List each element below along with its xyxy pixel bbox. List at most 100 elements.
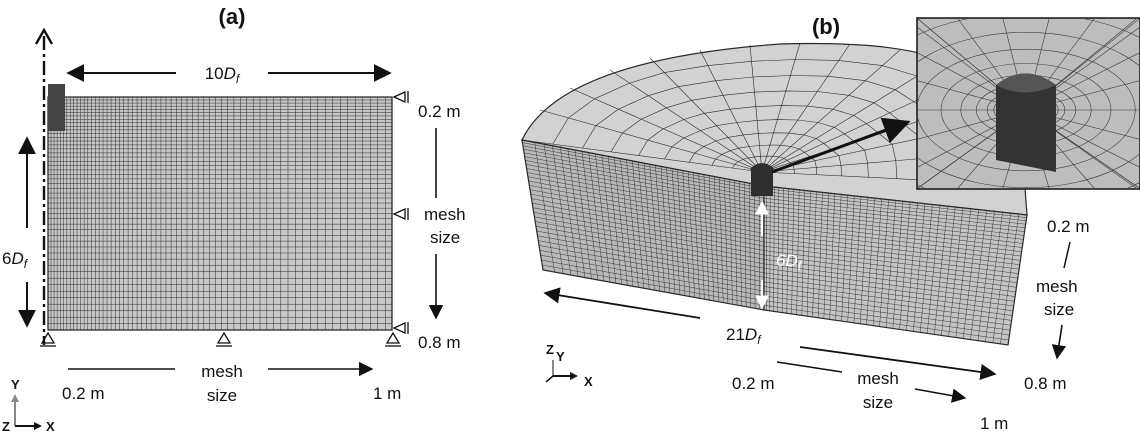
mesh-line — [534, 142, 555, 273]
mesh-line — [761, 42, 801, 173]
mesh-line — [763, 201, 1025, 232]
panel-a-label: (a) — [219, 4, 246, 29]
vertical-mesh-size: 0.2 m mesh size 0.8 m — [418, 102, 466, 352]
mesh-line — [1007, 214, 1028, 346]
symmetry-axis-arrowhead — [34, 27, 54, 45]
mesh-line — [829, 193, 836, 320]
mesh-line — [588, 152, 605, 282]
mesh-line — [992, 213, 1011, 343]
mesh-line — [927, 205, 941, 334]
mesh-line — [539, 109, 763, 173]
mesh-line — [841, 195, 848, 322]
coordinate-triad-b: Z Y X — [545, 342, 593, 389]
mesh-line — [532, 202, 765, 247]
mesh-line — [595, 153, 611, 283]
mesh-line — [574, 150, 592, 279]
h-mesh-word: mesh — [201, 362, 243, 381]
mesh-line — [541, 259, 765, 301]
mesh-line — [524, 152, 765, 199]
pile-element-3d — [751, 163, 773, 196]
mesh-line — [626, 159, 639, 288]
bottom-pin-supports — [40, 331, 401, 347]
v-size-word: size — [430, 228, 460, 247]
inset-mesh-ring — [918, 48, 1136, 172]
mesh-line — [734, 180, 738, 306]
mesh-line — [521, 139, 765, 187]
radius-label: 21Df — [726, 325, 762, 347]
mesh-line — [786, 188, 789, 314]
v-mesh-top-value: 0.2 m — [418, 102, 461, 121]
mesh-line — [835, 194, 842, 321]
mesh-line — [847, 195, 855, 323]
mesh-line — [527, 176, 765, 222]
axis-y-label: Y — [11, 377, 20, 392]
mesh-line — [920, 204, 933, 333]
mesh-line — [601, 155, 617, 284]
mesh-line — [699, 49, 763, 173]
mesh-line — [763, 216, 1023, 248]
h-mesh-right-value-b: 1 m — [980, 414, 1008, 433]
h-mesh-left-value: 0.2 m — [62, 384, 105, 403]
mesh-line — [538, 240, 765, 283]
mesh-line — [977, 211, 995, 341]
mesh-grid-lines — [47, 96, 392, 330]
mesh-line — [763, 205, 1025, 236]
mesh-line — [703, 174, 710, 301]
mesh-line — [955, 208, 972, 338]
mesh-line — [529, 189, 765, 234]
mesh-line — [581, 151, 599, 280]
mesh-ring — [610, 90, 928, 181]
zoom-arrow — [771, 117, 911, 174]
mesh-ring — [664, 119, 869, 178]
mesh-line — [763, 224, 1022, 257]
v-mesh-top-value-b: 0.2 m — [1047, 217, 1090, 236]
mesh-line — [749, 44, 763, 173]
v-mesh-word: mesh — [424, 205, 466, 224]
panel-a-mesh — [47, 84, 393, 331]
mesh-line — [649, 164, 660, 292]
mesh-line — [540, 254, 765, 297]
mesh-line — [913, 203, 926, 332]
mesh-line — [763, 237, 1020, 270]
mesh-line — [528, 180, 765, 226]
mesh-ring — [688, 132, 842, 177]
mesh-line — [761, 61, 941, 173]
mesh-line — [934, 206, 948, 335]
inset-pile-top — [996, 73, 1056, 93]
horizontal-mesh-size: mesh 0.2 m size 1 m — [62, 361, 401, 405]
mesh-line — [523, 148, 765, 195]
mesh-line — [763, 212, 1023, 244]
mesh-line — [859, 197, 868, 324]
mesh-line — [614, 157, 628, 286]
mesh-line — [522, 145, 765, 192]
mesh-line — [773, 187, 775, 312]
mesh-line — [552, 145, 572, 276]
mesh-line — [866, 198, 875, 325]
mesh-line — [763, 272, 1014, 307]
mesh-line — [970, 210, 987, 340]
mesh-line — [806, 191, 811, 317]
mesh-line — [899, 202, 911, 330]
mesh-line — [536, 230, 765, 274]
mesh-line — [763, 191, 1027, 221]
depth-dimension-3d: 6Df — [755, 200, 803, 310]
mesh-line — [853, 196, 862, 323]
mesh-line — [542, 269, 765, 311]
mesh-line — [693, 172, 700, 299]
mesh-line — [729, 179, 733, 305]
mesh-line — [532, 207, 765, 251]
mesh-line — [660, 166, 671, 293]
mesh-line — [763, 185, 1028, 216]
mesh-line — [885, 200, 896, 328]
mesh-line — [739, 181, 742, 306]
mesh-line — [649, 57, 763, 173]
mesh-line — [948, 207, 964, 337]
depth-label-3d: 6Df — [776, 251, 803, 273]
mesh-line — [677, 169, 686, 296]
mesh-line — [535, 226, 765, 269]
mesh-line — [542, 264, 765, 306]
mesh-line — [763, 197, 1026, 229]
inset-pile — [996, 73, 1056, 172]
mesh-line — [638, 162, 650, 290]
mesh-line — [763, 309, 1009, 346]
